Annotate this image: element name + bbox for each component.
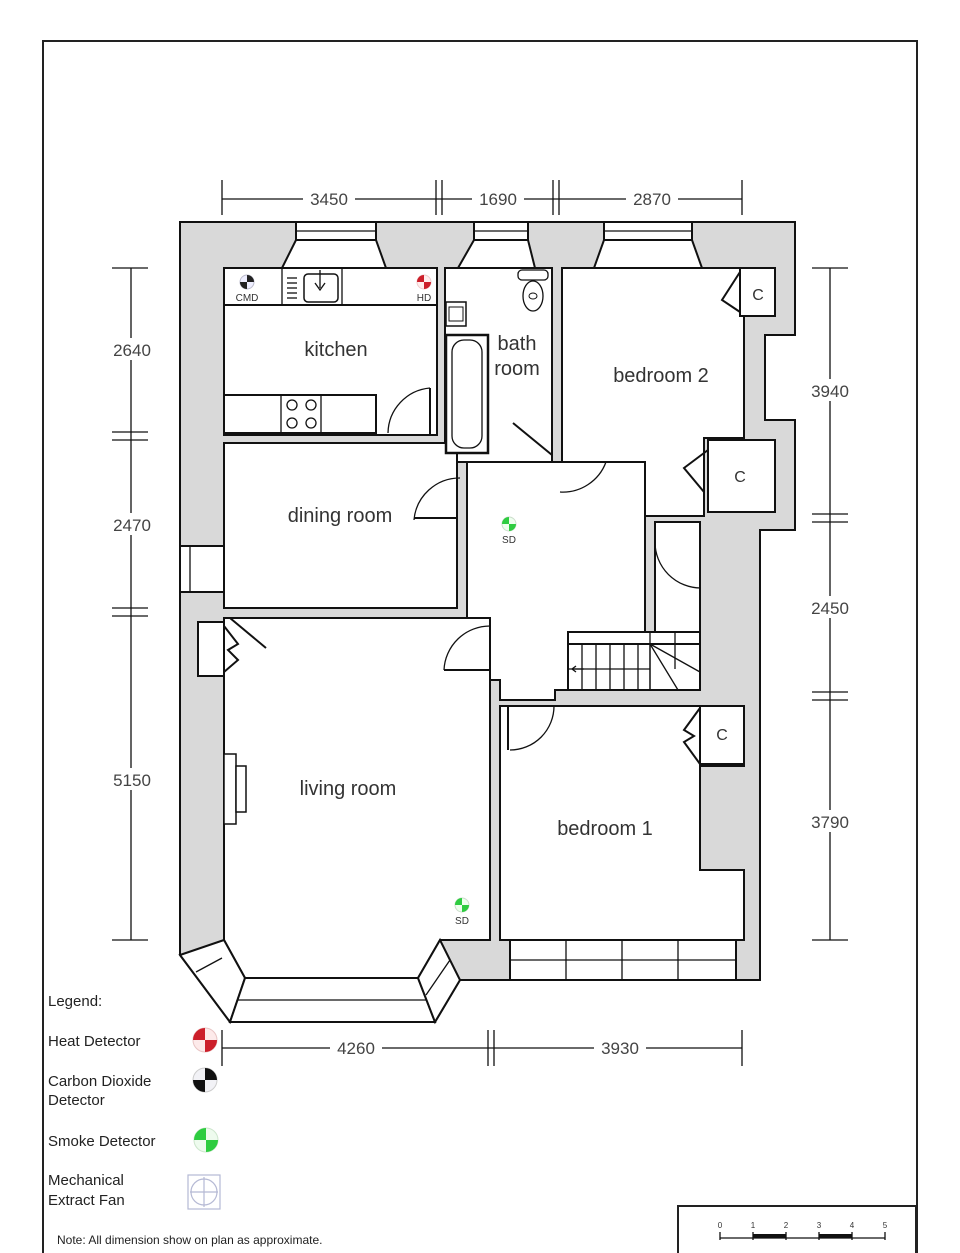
legend-heat-detector-label: Heat Detector: [48, 1033, 141, 1050]
bathtub-icon: [444, 333, 490, 455]
legend-co2-detector-label-2: Detector: [48, 1092, 105, 1109]
legend-title: Legend:: [48, 993, 103, 1010]
room-label-bathroom-2: room: [494, 358, 540, 380]
room-label-bedroom1: bedroom 1: [557, 818, 653, 840]
bay-window-living: [178, 937, 462, 1025]
scale-bar: [719, 1232, 886, 1240]
closet-label-3: C: [716, 727, 728, 744]
living-dining-door: [229, 617, 267, 649]
dimension-bottom-1: 4260: [337, 1039, 375, 1058]
closet-label-1: C: [752, 287, 764, 304]
extract-fan-bathroom-icon: [445, 301, 467, 327]
scale-tick-3: 3: [817, 1221, 822, 1230]
dimension-top-1: 3450: [310, 190, 348, 209]
living-door-swing: [443, 625, 491, 671]
legend-extract-fan-label-2: Extract Fan: [48, 1192, 125, 1209]
closet-door-bedroom1: [682, 707, 701, 765]
dining-door-swing: [413, 477, 461, 521]
closet-bedroom2-bottom: [707, 439, 776, 513]
dimension-bottom-2: 3930: [601, 1039, 639, 1058]
living-cupboard-door: [223, 625, 240, 673]
closet-bedroom1: [699, 705, 745, 765]
room-label-dining: dining room: [288, 505, 393, 527]
dimension-left: [106, 267, 158, 941]
dimension-top: [221, 180, 743, 215]
stair-arrow-icon: [570, 665, 584, 673]
dimension-right-1: 3940: [811, 382, 849, 401]
kitchen-door-swing: [387, 387, 431, 434]
dimension-left-1: 2640: [113, 341, 151, 360]
closet-door-bottom: [682, 449, 709, 493]
room-label-living: living room: [300, 778, 397, 800]
window-bedroom1: [509, 939, 737, 981]
bathroom-door: [512, 422, 553, 456]
detector-label-hall-sd: SD: [502, 535, 516, 546]
legend-smoke-detector-icon: [193, 1127, 219, 1153]
room-label-bathroom-1: bath: [498, 333, 537, 355]
detector-label-living-sd: SD: [455, 916, 469, 927]
toilet-icon: [517, 269, 549, 312]
scale-tick-2: 2: [784, 1221, 789, 1230]
heat-detector-icon: [416, 274, 432, 290]
legend-extract-fan-label-1: Mechanical: [48, 1172, 124, 1189]
fireplace: [223, 753, 247, 825]
legend-extract-fan-icon: [187, 1174, 221, 1210]
detector-label-hd: HD: [417, 293, 431, 304]
bedroom2-door-swing: [559, 461, 607, 493]
kitchen-worktop-top: [224, 268, 437, 306]
legend-co2-detector-label-1: Carbon Dioxide: [48, 1073, 152, 1090]
scale-box: [677, 1205, 917, 1253]
dimension-top-3: 2870: [633, 190, 671, 209]
kitchen-worktop-bottom: [223, 394, 377, 434]
corridor-door-swing: [654, 541, 702, 589]
smoke-detector-icon: [501, 516, 517, 532]
drawing-sheet-border: [42, 40, 918, 1253]
closet-bedroom2-top: [739, 267, 776, 317]
closet-label-2: C: [734, 469, 746, 486]
window-kitchen: [280, 221, 388, 269]
legend-heat-detector-icon: [192, 1027, 218, 1053]
corridor-right: [654, 521, 701, 633]
drainer-icon: [287, 277, 297, 299]
dimension-top-2: 1690: [479, 190, 517, 209]
scale-tick-4: 4: [850, 1221, 855, 1230]
smoke-detector-icon: [454, 897, 470, 913]
dimension-left-2: 2470: [113, 516, 151, 535]
legend-carbon-dioxide-detector-icon: [192, 1067, 218, 1093]
dimension-left-3: 5150: [113, 771, 151, 790]
dimension-right-2: 2450: [811, 599, 849, 618]
scale-tick-5: 5: [883, 1221, 888, 1230]
detector-label-cmd: CMD: [236, 293, 259, 304]
closet-door-top: [720, 271, 741, 313]
hob-icon: [286, 399, 317, 429]
window-bathroom: [456, 221, 537, 269]
carbon-dioxide-detector-icon: [239, 274, 255, 290]
approximate-dimensions-note: Note: All dimension show on plan as appr…: [57, 1233, 323, 1247]
dimension-right-3: 3790: [811, 813, 849, 832]
window-bedroom2: [592, 221, 704, 269]
bedroom1-door-swing: [509, 705, 555, 751]
window-dining: [179, 545, 225, 593]
living-cupboard: [197, 621, 225, 677]
dimension-bottom: [221, 1030, 743, 1066]
room-label-bedroom2: bedroom 2: [613, 365, 709, 387]
room-label-kitchen: kitchen: [304, 339, 367, 361]
scale-tick-0: 0: [718, 1221, 723, 1230]
dimension-right: [804, 267, 856, 941]
staircase: [567, 631, 701, 691]
tap-icon: [314, 270, 326, 292]
legend-smoke-detector-label: Smoke Detector: [48, 1133, 156, 1150]
scale-tick-1: 1: [751, 1221, 756, 1230]
